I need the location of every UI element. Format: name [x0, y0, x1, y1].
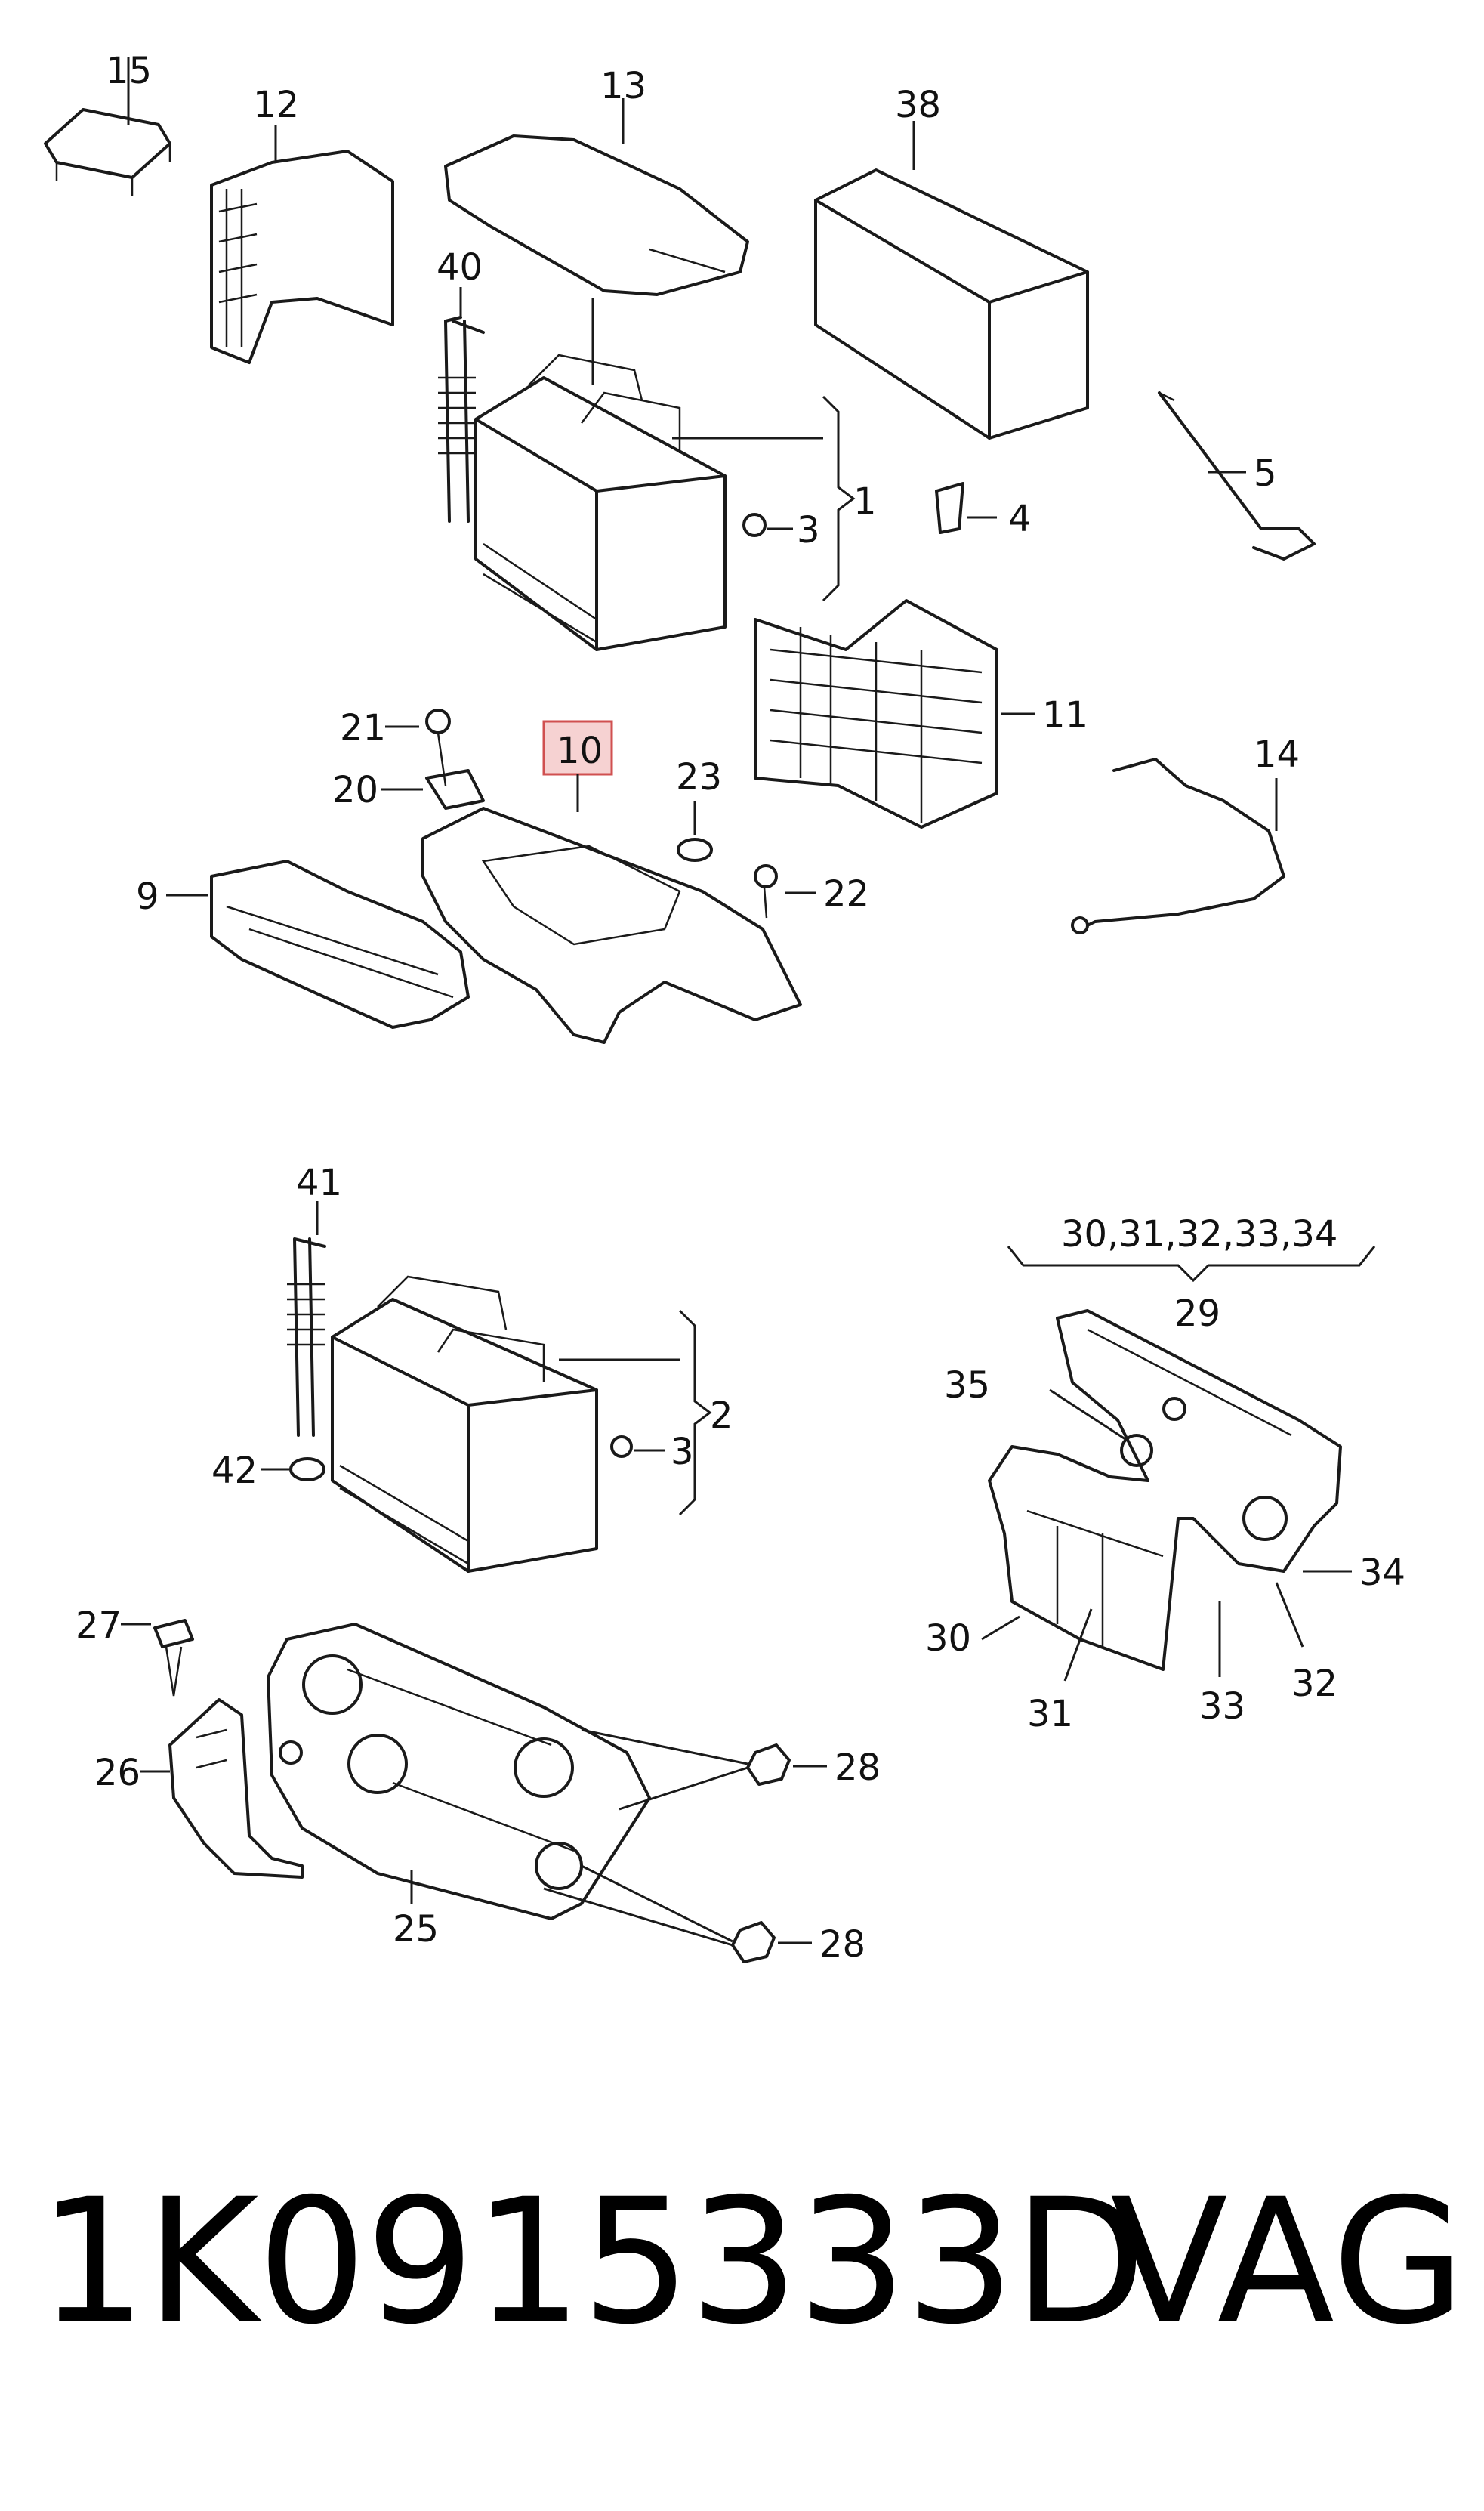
callout-38: 38 — [895, 84, 941, 126]
part-21-bolt-drawing — [385, 709, 451, 786]
part-35-screw-drawing — [1049, 1388, 1153, 1467]
part-42-grommet-drawing — [261, 1457, 325, 1481]
part-11-insulation-drawing — [754, 599, 1035, 829]
callout-28-upper: 28 — [835, 1747, 881, 1789]
part-40-vent-hose-drawing — [438, 287, 485, 523]
callout-5: 5 — [1254, 452, 1277, 495]
callout-2: 2 — [710, 1394, 733, 1437]
callout-20: 20 — [332, 769, 378, 811]
callout-10: 10 — [557, 730, 603, 772]
part-13-cover-drawing — [444, 98, 749, 385]
part-23-grommet-drawing — [677, 801, 713, 862]
leader-31 — [1063, 1608, 1093, 1682]
callout-21: 21 — [340, 707, 386, 749]
callout-30-34: 30,31,32,33,34 — [1061, 1213, 1337, 1256]
callout-27: 27 — [76, 1605, 122, 1647]
part-1-battery-drawing — [474, 354, 856, 651]
footer: 1K0915333D VAG — [38, 2161, 1465, 2402]
part-14-cable-drawing — [1071, 758, 1285, 935]
part-27-screw-drawing — [121, 1619, 194, 1697]
callout-12: 12 — [253, 84, 299, 126]
callout-30: 30 — [925, 1617, 971, 1660]
part-12-sleeve-drawing — [210, 125, 394, 364]
part-28-nut-lower-drawing — [543, 1864, 812, 1963]
leader-30 — [981, 1615, 1020, 1641]
callout-34: 34 — [1359, 1552, 1405, 1594]
callout-31: 31 — [1027, 1693, 1073, 1735]
part-15-clip-drawing — [44, 57, 171, 196]
part-3b-screw-drawing — [610, 1435, 665, 1458]
callout-41: 41 — [296, 1162, 342, 1204]
part-10-tray-drawing — [421, 720, 802, 1044]
callout-32: 32 — [1291, 1663, 1337, 1705]
part-number: 1K0915333D — [38, 2161, 1146, 2362]
callout-3-upper: 3 — [797, 509, 820, 551]
part-3a-screw-drawing — [742, 513, 793, 537]
part-9-base-drawing — [166, 860, 470, 1029]
part-5-cable-tie-drawing — [1158, 391, 1316, 561]
part-26-bracket-drawing — [140, 1698, 304, 1879]
exploded-parts-diagram: 15 12 13 38 40 1 3 — [44, 50, 1405, 1966]
callout-23: 23 — [676, 756, 722, 798]
callout-28-lower: 28 — [819, 1923, 865, 1966]
callout-22: 22 — [823, 873, 869, 916]
callout-1: 1 — [853, 480, 877, 523]
leader-32 — [1275, 1582, 1304, 1648]
part-20-bracket-drawing — [381, 769, 485, 810]
bracket-29 — [1007, 1246, 1376, 1283]
callout-15: 15 — [106, 50, 152, 92]
brand-label: VAG — [1110, 2161, 1466, 2362]
part-2-battery-drawing — [331, 1275, 712, 1573]
callout-40: 40 — [437, 246, 483, 289]
callout-9: 9 — [136, 876, 159, 918]
part-38-battery-box-drawing — [814, 121, 1089, 440]
callout-26: 26 — [94, 1752, 140, 1794]
part-41-vent-hose-drawing — [287, 1201, 326, 1437]
callout-11: 11 — [1042, 694, 1088, 737]
highlight-box-10 — [542, 720, 613, 776]
callout-42: 42 — [211, 1450, 258, 1492]
part-4-clip-drawing — [935, 482, 997, 534]
callout-33: 33 — [1199, 1685, 1245, 1728]
part-29-fuse-box-drawing — [988, 1309, 1342, 1671]
callout-13: 13 — [600, 65, 646, 107]
callout-4: 4 — [1008, 498, 1032, 540]
callout-35: 35 — [944, 1364, 990, 1407]
part-25-plate-drawing — [267, 1623, 651, 1920]
callout-29: 29 — [1174, 1293, 1220, 1335]
part-28-nut-upper-drawing — [581, 1728, 827, 1811]
callout-14: 14 — [1254, 734, 1300, 776]
callout-3-lower: 3 — [671, 1431, 694, 1473]
part-22-bolt-drawing — [754, 864, 816, 919]
callout-25: 25 — [393, 1908, 439, 1950]
